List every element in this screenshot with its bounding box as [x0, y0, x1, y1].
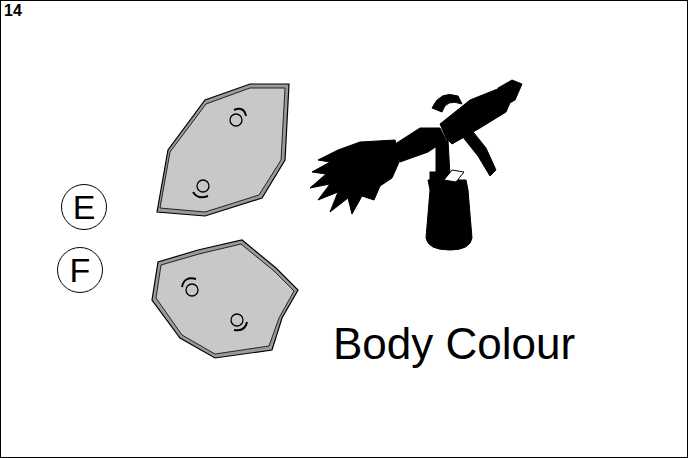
circle-letter: F	[70, 253, 91, 287]
figure-number: 14	[4, 3, 22, 19]
caption-text: Body Colour	[333, 322, 575, 366]
mirror-glass-lower	[152, 240, 298, 358]
mirror-glass-upper	[157, 84, 289, 216]
circle-letter: E	[73, 190, 96, 224]
spray-gun	[310, 80, 522, 250]
letter-circle: E	[61, 184, 108, 231]
letter-circle: F	[57, 247, 103, 293]
